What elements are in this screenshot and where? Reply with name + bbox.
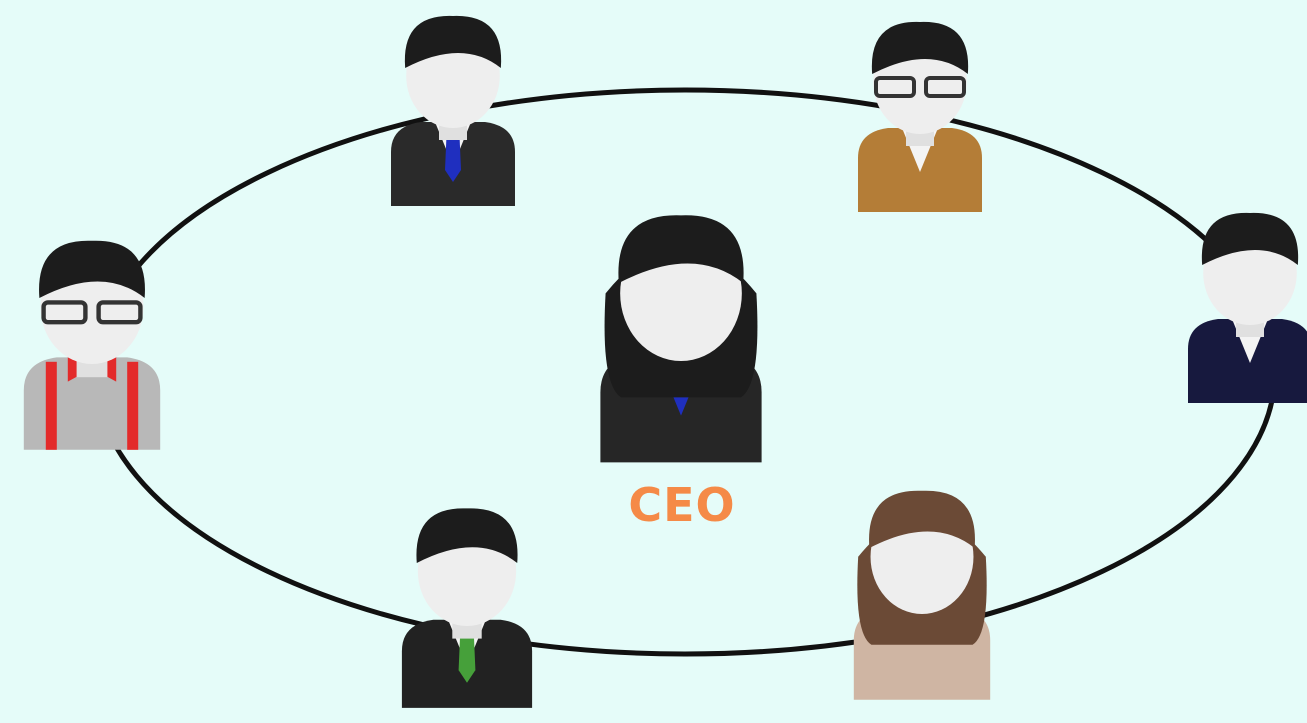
suspender-left [45,361,57,450]
glasses-right [924,76,966,98]
ceo-woman-icon [600,215,762,463]
hair [404,15,502,68]
hair [416,508,518,563]
glasses-left [41,300,88,325]
waiter-man-green-tie-icon [401,508,533,708]
casual-man-glasses-icon [858,21,982,212]
glasses-right [96,300,143,325]
hair [871,21,969,74]
ceo-label: CEO [628,478,736,532]
hair [618,215,744,283]
hair [39,240,145,298]
hair [869,490,975,548]
body-shape [1188,319,1307,403]
hair [1201,212,1299,265]
suspender-right [127,361,139,450]
businessman-blue-tie-icon [391,15,515,206]
people-group [23,15,1307,708]
sweater-man-icon [1188,212,1307,403]
nerd-man-bowtie-icon [23,240,161,450]
body-shape [23,357,161,450]
glasses-left [874,76,916,98]
casual-woman-icon [853,490,991,700]
